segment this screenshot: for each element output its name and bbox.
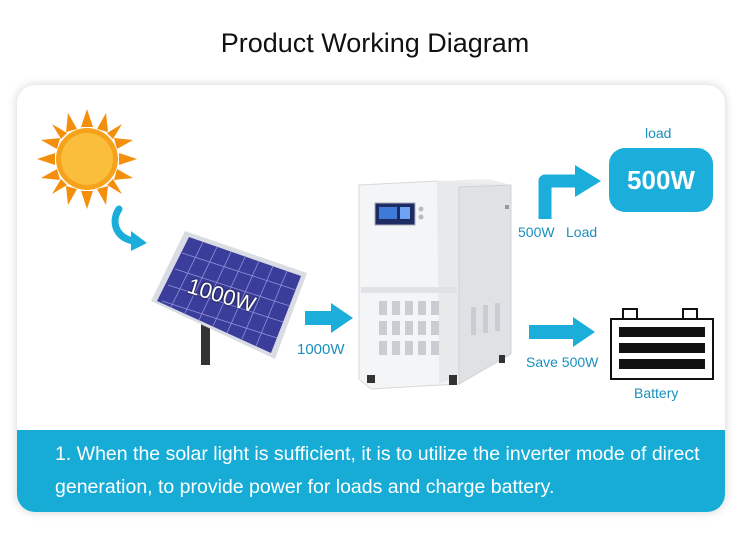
- battery-label: Battery: [634, 385, 679, 401]
- solar-panel-icon: [151, 231, 307, 365]
- save-label: Save 500W: [526, 354, 599, 370]
- battery-icon: [610, 308, 714, 380]
- panel-to-inverter-arrow-icon: [305, 303, 353, 333]
- load-output-label: Load: [566, 224, 598, 240]
- page-title: Product Working Diagram: [220, 28, 530, 58]
- description-text: 1. When the solar light is sufficient, i…: [55, 443, 700, 498]
- description-band: 1. When the solar light is sufficient, i…: [17, 430, 725, 512]
- panel-output-label: 1000W: [297, 341, 345, 358]
- inverter-to-load-arrow-icon: [538, 165, 601, 219]
- sun-to-panel-arrow-icon: [111, 205, 147, 251]
- sun-icon: [37, 109, 137, 209]
- load-output-value: 500W: [518, 224, 555, 240]
- diagram-scene: 1000W 1000W: [17, 85, 725, 430]
- inverter-to-battery-arrow-icon: [529, 317, 595, 347]
- inverter-cabinet-icon: [358, 179, 512, 390]
- load-value-box: 500W: [609, 148, 713, 212]
- diagram-card: 1000W 1000W: [17, 85, 725, 512]
- load-caption: load: [645, 125, 672, 141]
